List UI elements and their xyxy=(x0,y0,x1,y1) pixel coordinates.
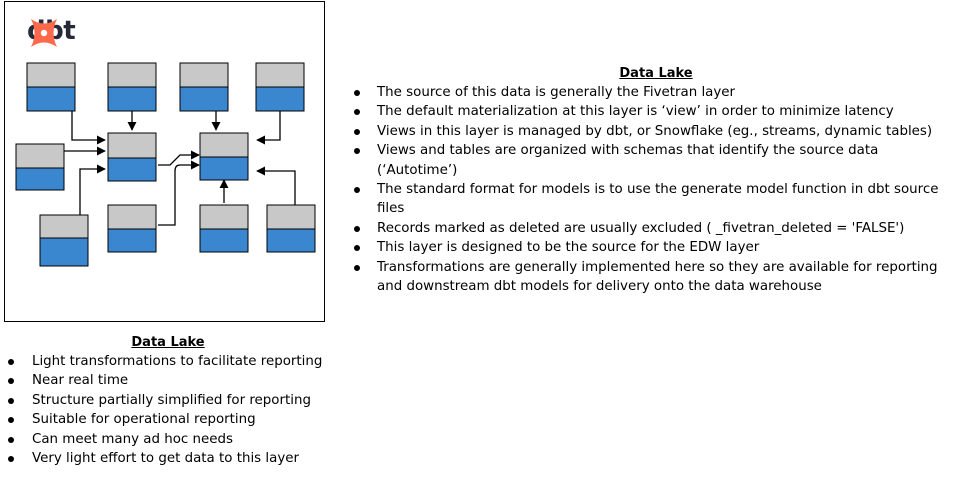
table-flow-diagram xyxy=(15,62,316,267)
dbt-logo: dbt xyxy=(27,16,76,47)
right-title: Data Lake xyxy=(619,66,693,81)
right-description: Data Lake The source of this data is gen… xyxy=(354,66,954,296)
table-t1 xyxy=(26,62,76,112)
table-t5 xyxy=(15,143,65,191)
table-t3 xyxy=(179,62,229,112)
list-item: Very light effort to get data to this la… xyxy=(8,449,328,468)
arrow-t9-to-hubB xyxy=(256,166,296,206)
list-item: Views and tables are organized with sche… xyxy=(354,141,954,180)
list-item: Near real time xyxy=(8,371,328,390)
dbt-logo-icon xyxy=(31,19,57,47)
list-item: The default materialization at this laye… xyxy=(354,102,954,121)
left-title: Data Lake xyxy=(131,335,205,350)
list-item: The source of this data is generally the… xyxy=(354,83,954,102)
table-t8 xyxy=(199,204,249,253)
list-item: This layer is designed to be the source … xyxy=(354,238,954,257)
list-item: Structure partially simplified for repor… xyxy=(8,391,328,410)
table-t2 xyxy=(107,62,157,112)
list-item: Views in this layer is managed by dbt, o… xyxy=(354,122,954,141)
left-description: Data Lake Light transformations to facil… xyxy=(8,335,328,468)
list-item: Records marked as deleted are usually ex… xyxy=(354,219,954,238)
table-t9 xyxy=(266,204,316,253)
arrow-t1-to-hubA xyxy=(71,111,106,145)
list-item: Transformations are generally implemente… xyxy=(354,258,954,297)
right-bullet-list: The source of this data is generally the… xyxy=(354,83,954,296)
connectors xyxy=(64,111,296,226)
table-hubA xyxy=(107,132,157,182)
arrow-t7-to-hubB xyxy=(158,160,200,226)
arrow-hubA-to-hubB xyxy=(158,150,200,166)
list-item: The standard format for models is to use… xyxy=(354,180,954,219)
arrow-t4-to-hubB xyxy=(256,111,281,145)
table-t7 xyxy=(107,204,157,253)
arrow-t6-to-hubA xyxy=(79,164,106,215)
list-item: Suitable for operational reporting xyxy=(8,410,328,429)
list-item: Light transformations to facilitate repo… xyxy=(8,352,328,371)
left-bullet-list: Light transformations to facilitate repo… xyxy=(8,352,328,468)
table-t6 xyxy=(39,214,89,267)
table-hubB xyxy=(199,132,249,181)
list-item: Can meet many ad hoc needs xyxy=(8,430,328,449)
table-t4 xyxy=(255,62,305,112)
diagram-frame: dbt xyxy=(4,1,325,322)
